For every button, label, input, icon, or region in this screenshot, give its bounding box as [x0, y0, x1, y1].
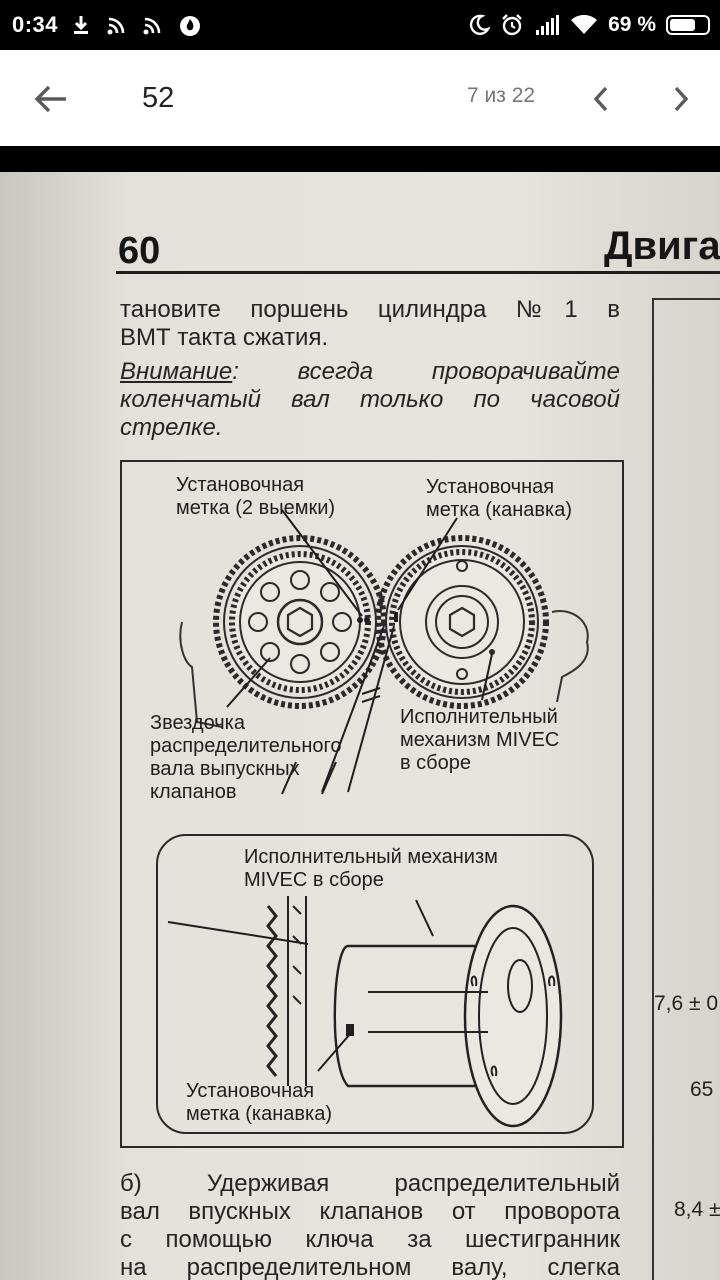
step-paragraph: б) Удерживая распределительный вал впуск…: [120, 1170, 620, 1280]
match-count: 7 из 22: [467, 84, 536, 107]
label-line: метка (канавка): [426, 499, 572, 521]
detail-inset: Исполнительный механизм MIVEC в сборе Ус…: [156, 834, 594, 1134]
status-bar: 0:34: [0, 0, 720, 50]
warning-label: Внимание: [120, 358, 233, 385]
label-mivec: Исполнительный механизм MIVEC в сборе: [400, 706, 559, 775]
text-line: вал впускных клапанов от проворота: [120, 1198, 620, 1225]
text-line: с помощью ключа за шестигранник: [120, 1226, 620, 1253]
label-mark-notches: Установочная метка (2 выемки): [176, 474, 335, 520]
label-line: вала выпускных: [150, 758, 300, 780]
back-button[interactable]: [26, 74, 76, 124]
label-mark-groove: Установочная метка (канавка): [426, 476, 572, 522]
label-detail-groove: Установочная метка (канавка): [186, 1080, 332, 1126]
sprocket-drawing: [179, 509, 589, 795]
cast-icon: [143, 17, 161, 35]
timing-figure: Установочная метка (2 выемки) Установочн…: [120, 460, 624, 1148]
night-mode-icon: [470, 14, 491, 35]
battery-percent: 69 %: [608, 13, 656, 36]
intro-paragraph: тановите поршень цилиндра №1 в ВМТ такта…: [120, 296, 620, 352]
warning-paragraph: Внимание: всегда проворачивайте коленчат…: [120, 358, 620, 442]
next-match-button[interactable]: [658, 74, 704, 124]
text-line: тановите поршень цилиндра №1 в: [120, 296, 620, 323]
system-icons: 69 %: [468, 0, 710, 50]
label-line: Звездочка: [150, 712, 245, 734]
label-line: клапанов: [150, 781, 237, 803]
label-line: Установочная: [186, 1080, 315, 1102]
page-number: 60: [118, 230, 161, 272]
label-line: Установочная: [426, 476, 555, 498]
label-line: метка (2 выемки): [176, 497, 336, 519]
previous-match-button[interactable]: [578, 74, 624, 124]
warning-line: Внимание: всегда проворачивайте: [120, 358, 620, 386]
side-value: 7,6 ± 0: [654, 992, 719, 1015]
label-line: Исполнительный: [400, 706, 558, 728]
arrow-left-icon: [34, 85, 66, 113]
label-line: Установочная: [176, 474, 305, 496]
wifi-icon: [571, 14, 598, 34]
warning-text: : всегда проворачивайте: [232, 358, 620, 385]
label-line: в сборе: [400, 752, 472, 774]
notification-icons: [70, 13, 202, 37]
document-page[interactable]: 60 Двига 7,6 ± 0 65 8,4 ± тановите порше…: [0, 172, 720, 1280]
label-exhaust-sprocket: Звездочка распределительного вала выпуск…: [150, 712, 341, 804]
search-input[interactable]: [142, 76, 422, 120]
signal-icon: [536, 15, 560, 35]
label-line: распределительного: [150, 735, 342, 757]
alarm-icon: [502, 14, 522, 36]
toolbar-shadow-band: [0, 146, 720, 172]
label-detail-mivec: Исполнительный механизм MIVEC в сборе: [244, 846, 498, 892]
cast-icon: [107, 17, 125, 35]
side-value: 8,4 ±: [674, 1198, 720, 1221]
battery-level: [670, 19, 695, 31]
label-line: метка (канавка): [186, 1103, 332, 1125]
text-line: ВМТ такта сжатия.: [120, 324, 329, 351]
chevron-left-icon: [593, 86, 608, 112]
status-time: 0:34: [12, 12, 59, 37]
mivec-detail-drawing: [167, 896, 563, 1128]
chapter-title: Двига: [604, 224, 720, 268]
text-line: на распределительном валу, слегка: [120, 1254, 620, 1280]
flame-app-icon: [180, 16, 201, 36]
text-line: б) Удерживая распределительный: [120, 1170, 620, 1197]
right-column-frame: [652, 298, 720, 1280]
side-value: 65: [690, 1078, 714, 1101]
warning-line: коленчатый вал только по часовой: [120, 386, 620, 413]
label-line: MIVEC в сборе: [244, 869, 384, 891]
warning-line: стрелке.: [120, 414, 223, 441]
download-icon: [74, 16, 89, 34]
battery-icon: [666, 15, 710, 35]
label-line: Исполнительный механизм: [244, 846, 498, 868]
find-toolbar: 7 из 22: [0, 50, 720, 146]
label-line: механизм MIVEC: [400, 729, 560, 751]
chevron-right-icon: [674, 86, 689, 112]
header-rule: [116, 271, 720, 274]
